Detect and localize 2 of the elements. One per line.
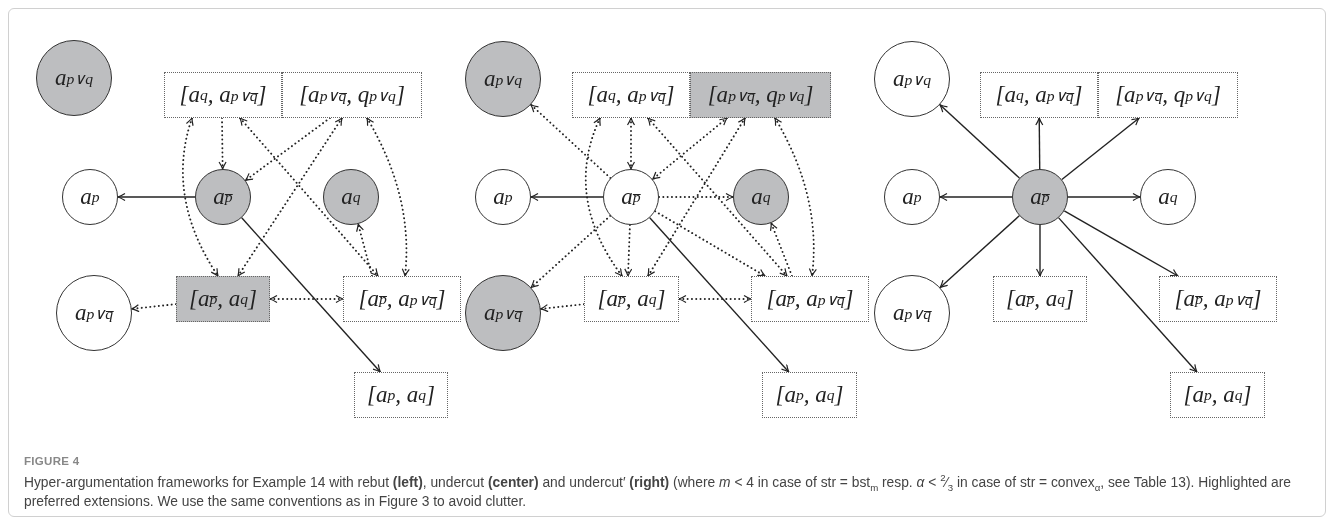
figure-caption: Hyper-argumentation frameworks for Example 14 with rebut (left), undercut (center) and undercut′ (right) (where m < 4 in case of str = bst$_{m}$ resp. α < $^{2}$⁄$_{3}$ in case of str = convex$_{α}$, see Table 13). Highlighted are preferred extensions. We use the same conventions as in Figure 3 to avoid clutter. — [24, 473, 1292, 511]
figure-label: FIGURE 4 — [24, 455, 80, 467]
